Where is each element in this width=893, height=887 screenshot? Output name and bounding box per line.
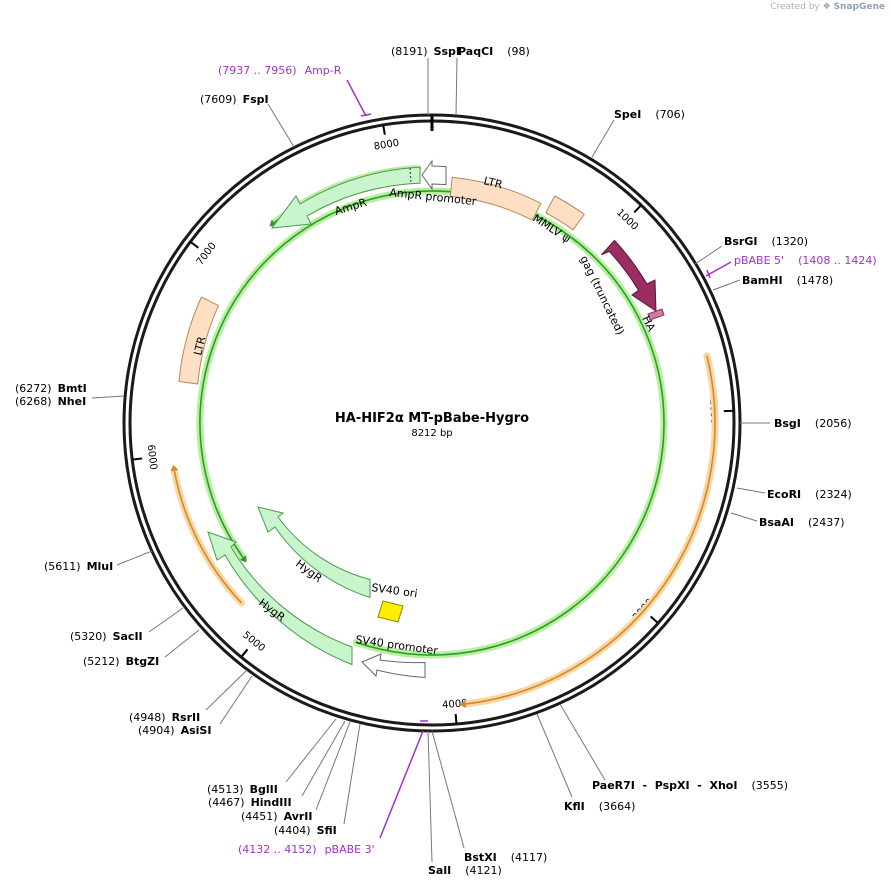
ampr-feature[interactable] [270, 166, 421, 229]
pbabe3-primer-leader [379, 730, 424, 839]
plasmid-size: 8212 bp [411, 428, 452, 439]
ampr-primer-leader [346, 79, 367, 117]
snapgene-logo-icon: ❖ [822, 2, 831, 12]
bsaai-label[interactable]: BsaAI(2437) [759, 516, 845, 529]
leader-lines [91, 57, 770, 863]
avrii-leader [315, 721, 351, 811]
hindiii-label[interactable]: (4467)HindIII [208, 796, 292, 809]
hygr-orf-outer-line [173, 470, 243, 604]
bglii-leader [285, 718, 337, 783]
sv40-ori-feature[interactable] [377, 600, 404, 623]
hygr-orf-outer-arrowhead [170, 464, 179, 472]
bglii-label[interactable]: (4513)BglII [207, 783, 278, 796]
asisi-leader [219, 675, 253, 725]
bamhi-leader [712, 279, 741, 291]
ltr-left-label: LTR [191, 335, 208, 357]
tick-mark-1000 [633, 204, 642, 214]
mmlv-psi-feature[interactable] [545, 195, 585, 231]
paqci-leader [455, 57, 458, 116]
sacii-leader [148, 607, 184, 633]
sfii-leader [343, 723, 361, 825]
credit-brand: SnapGene [833, 2, 885, 12]
hif2a-orf-glow [462, 352, 719, 708]
hygr-orf-inner-line [199, 190, 665, 656]
bstxi-leader [431, 730, 465, 849]
bamhi-label[interactable]: BamHI(1478) [742, 274, 833, 287]
tick-label-7000: 7000 [195, 241, 219, 268]
ha-feature[interactable] [647, 308, 665, 321]
tick-mark-4000 [454, 713, 458, 725]
paer7i-leader [559, 703, 606, 781]
sv40-promoter-feature[interactable] [361, 653, 426, 679]
nhei-label[interactable]: (6268)NheI [15, 395, 86, 408]
tick-mark-5000 [240, 648, 249, 658]
tick-mark-7000 [189, 241, 199, 249]
pbabe5-primer-leader [705, 261, 732, 277]
hygr-orf-inner-arrowhead [239, 555, 247, 563]
asisi-label[interactable]: (4904)AsiSI [138, 724, 211, 737]
kfli-label[interactable]: KflI(3664) [564, 800, 635, 813]
tick-label-6000: 6000 [145, 444, 159, 471]
sspi-label[interactable]: (8191)SspI [391, 45, 460, 58]
bsaai-leader [730, 512, 758, 522]
ampr-primer-mark [360, 113, 372, 117]
spei-leader [591, 119, 615, 158]
sali-label[interactable]: SalI(4121) [428, 864, 502, 877]
ampr-dotted-mark [409, 167, 412, 184]
btgzi-leader [164, 629, 200, 658]
tick-mark-3000 [649, 615, 659, 624]
snapgene-credit: Created by ❖ SnapGene [770, 2, 885, 12]
plasmid-title: HA-HIF2α MT-pBabe-Hygro [335, 411, 529, 426]
ecori-label[interactable]: EcoRI(2324) [767, 488, 852, 501]
bmti-label[interactable]: (6272)BmtI [15, 382, 87, 395]
avrii-label[interactable]: (4451)AvrII [241, 810, 312, 823]
bsrgi-label[interactable]: BsrGI(1320) [724, 235, 808, 248]
mlui-leader [116, 550, 153, 566]
ampr-primer-label[interactable]: (7937 .. 7956)Amp-R [218, 64, 342, 77]
bsgi-label[interactable]: BsgI(2056) [774, 417, 851, 430]
fspi-leader [267, 103, 295, 148]
ltr-feature-top[interactable] [449, 176, 542, 221]
tick-label-5000: 5000 [240, 630, 267, 655]
sacii-label[interactable]: (5320)SacII [70, 630, 143, 643]
kfli-leader [536, 713, 573, 798]
pbabe3-primer-label[interactable]: (4132 .. 4152)pBABE 3' [238, 843, 375, 856]
mlui-label[interactable]: (5611)MluI [44, 560, 113, 573]
hif2a-orf-arrowhead [459, 700, 467, 708]
hygr-feature-inner[interactable] [257, 506, 371, 599]
fspi-label[interactable]: (7609)FspI [200, 93, 269, 106]
sali-leader [427, 730, 433, 863]
primer-labels: (7937 .. 7956)Amp-R pBABE 5'(1408 .. 142… [218, 64, 877, 856]
sv40-ori-label: SV40 ori [371, 581, 419, 600]
bstxi-label[interactable]: BstXI(4117) [464, 851, 547, 864]
pbabe5-primer-label[interactable]: pBABE 5'(1408 .. 1424) [734, 254, 877, 267]
ltr-top-label: LTR [482, 174, 504, 191]
tick-mark-6000 [132, 457, 143, 461]
tick-label-8000: 8000 [373, 138, 400, 153]
hygr-feature-outer[interactable] [207, 531, 353, 666]
gag-truncated-feature[interactable] [601, 239, 657, 312]
ha-label: HA [639, 314, 658, 334]
pbabe5-primer-mark [706, 269, 711, 279]
primer-markers [346, 79, 732, 839]
tick-mark-8000 [382, 124, 386, 135]
credit-prefix: Created by [770, 2, 820, 12]
paer7i-label[interactable]: PaeR7I - PspXI - XhoI(3555) [592, 779, 788, 792]
hif2a-orf-line [465, 355, 716, 705]
paqci-label[interactable]: PaqCI(98) [458, 45, 530, 58]
rsrii-leader [205, 669, 248, 711]
sfii-label[interactable]: (4404)SfiI [274, 824, 337, 837]
ampr-promoter-feature[interactable] [421, 159, 447, 191]
restriction-site-labels: (8191)SspI PaqCI(98) SpeI(706) BsrGI(132… [15, 45, 852, 877]
btgzi-label[interactable]: (5212)BtgZI [83, 655, 159, 668]
tick-label-4000: 4000 [442, 698, 468, 711]
spei-label[interactable]: SpeI(706) [614, 108, 685, 121]
nhei-leader [91, 395, 125, 399]
bsrgi-leader [694, 245, 723, 265]
ecori-leader [736, 487, 766, 494]
rsrii-label[interactable]: (4948)RsrII [129, 711, 200, 724]
ltr-feature-left[interactable] [178, 296, 220, 385]
hindiii-leader [301, 720, 346, 797]
